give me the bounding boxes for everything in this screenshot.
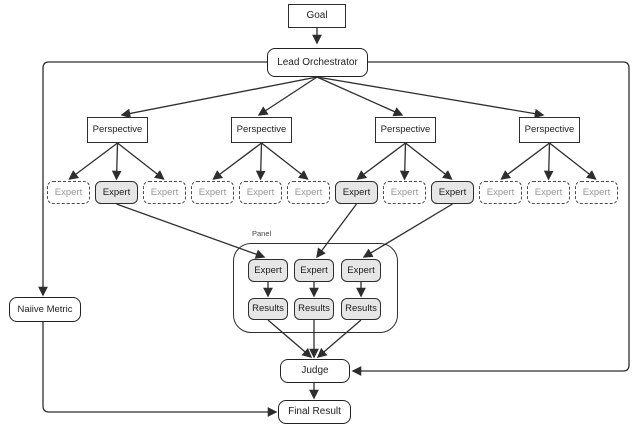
expert-candidate-node: Expert [575, 181, 618, 204]
expert-candidate-node: Expert [479, 181, 522, 204]
panel-expert-node-1: Expert [248, 259, 288, 282]
panel-results-node-1: Results [248, 298, 288, 320]
goal-node: Goal [288, 4, 346, 28]
expert-selected-node: Expert [95, 181, 138, 204]
panel-results-node-2: Results [294, 298, 334, 320]
expert-candidate-node: Expert [383, 181, 426, 204]
expert-candidate-node: Expert [191, 181, 234, 204]
panel-container [233, 243, 398, 333]
expert-candidate-node: Expert [239, 181, 282, 204]
panel-results-node-3: Results [341, 298, 381, 320]
judge-node: Judge [280, 359, 350, 383]
expert-candidate-node: Expert [143, 181, 186, 204]
expert-candidate-node: Expert [287, 181, 330, 204]
panel-expert-node-2: Expert [294, 259, 334, 282]
naiive-metric-node: Naiive Metric [9, 297, 81, 322]
expert-candidate-node: Expert [47, 181, 90, 204]
expert-candidate-node: Expert [527, 181, 570, 204]
perspective-node-3: Perspective [375, 117, 436, 143]
perspective-node-2: Perspective [231, 117, 292, 143]
expert-selected-node: Expert [431, 181, 474, 204]
panel-expert-node-3: Expert [341, 259, 381, 282]
final-result-node: Final Result [278, 400, 351, 424]
panel-label: Panel [252, 229, 272, 238]
expert-selected-node: Expert [335, 181, 378, 204]
lead-orchestrator-node: Lead Orchestrator [267, 48, 368, 77]
perspective-node-1: Perspective [87, 117, 148, 143]
perspective-node-4: Perspective [519, 117, 580, 143]
